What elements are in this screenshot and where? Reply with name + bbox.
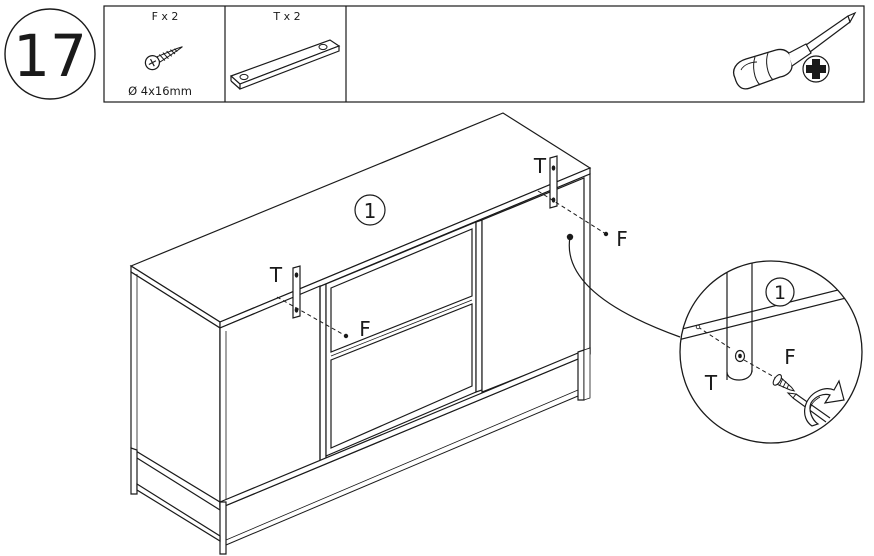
detail-strap-label: T xyxy=(704,371,718,395)
detail-screw-icon xyxy=(772,374,796,392)
parts-box: F x 2 Ø 4x16mm T x 2 xyxy=(103,5,865,103)
part-ref-badge-detail: 1 xyxy=(765,277,795,307)
left-strap-assembly: T F xyxy=(269,263,371,341)
detail-leader xyxy=(566,233,681,338)
part-ref-badge-main: 1 xyxy=(354,194,386,226)
right-strap-assembly: T F xyxy=(533,154,628,251)
upper-drawer xyxy=(330,228,473,353)
frame-leg-front-right xyxy=(577,349,585,401)
part-ref-detail: 1 xyxy=(774,282,786,304)
frame-leg-front-left xyxy=(219,501,227,555)
left-screw-label: F xyxy=(359,317,371,341)
step-number: 17 xyxy=(13,22,87,90)
left-strap-label: T xyxy=(269,263,283,287)
lower-drawer xyxy=(330,303,473,449)
phillips-screwdriver-icon xyxy=(732,11,857,90)
right-door xyxy=(475,219,483,393)
right-strap-label: T xyxy=(533,154,547,178)
right-screw-label: F xyxy=(616,227,628,251)
part-f-cell: F x 2 Ø 4x16mm xyxy=(128,10,192,98)
part-t-cell: T x 2 xyxy=(229,10,341,90)
step-badge: 17 xyxy=(4,8,96,100)
part-t-qty: T x 2 xyxy=(272,10,300,23)
part-f-spec: Ø 4x16mm xyxy=(128,84,192,98)
clockwise-rotate-arrow-icon xyxy=(804,379,845,427)
part-f-qty: F x 2 xyxy=(152,10,179,23)
part-ref-main: 1 xyxy=(364,199,377,223)
frame-leg-back-left xyxy=(130,447,138,495)
detail-view: T F 1 xyxy=(679,260,863,444)
screw-icon xyxy=(144,46,183,71)
detail-screw-label: F xyxy=(784,345,796,369)
strap-bracket-icon xyxy=(229,39,341,90)
